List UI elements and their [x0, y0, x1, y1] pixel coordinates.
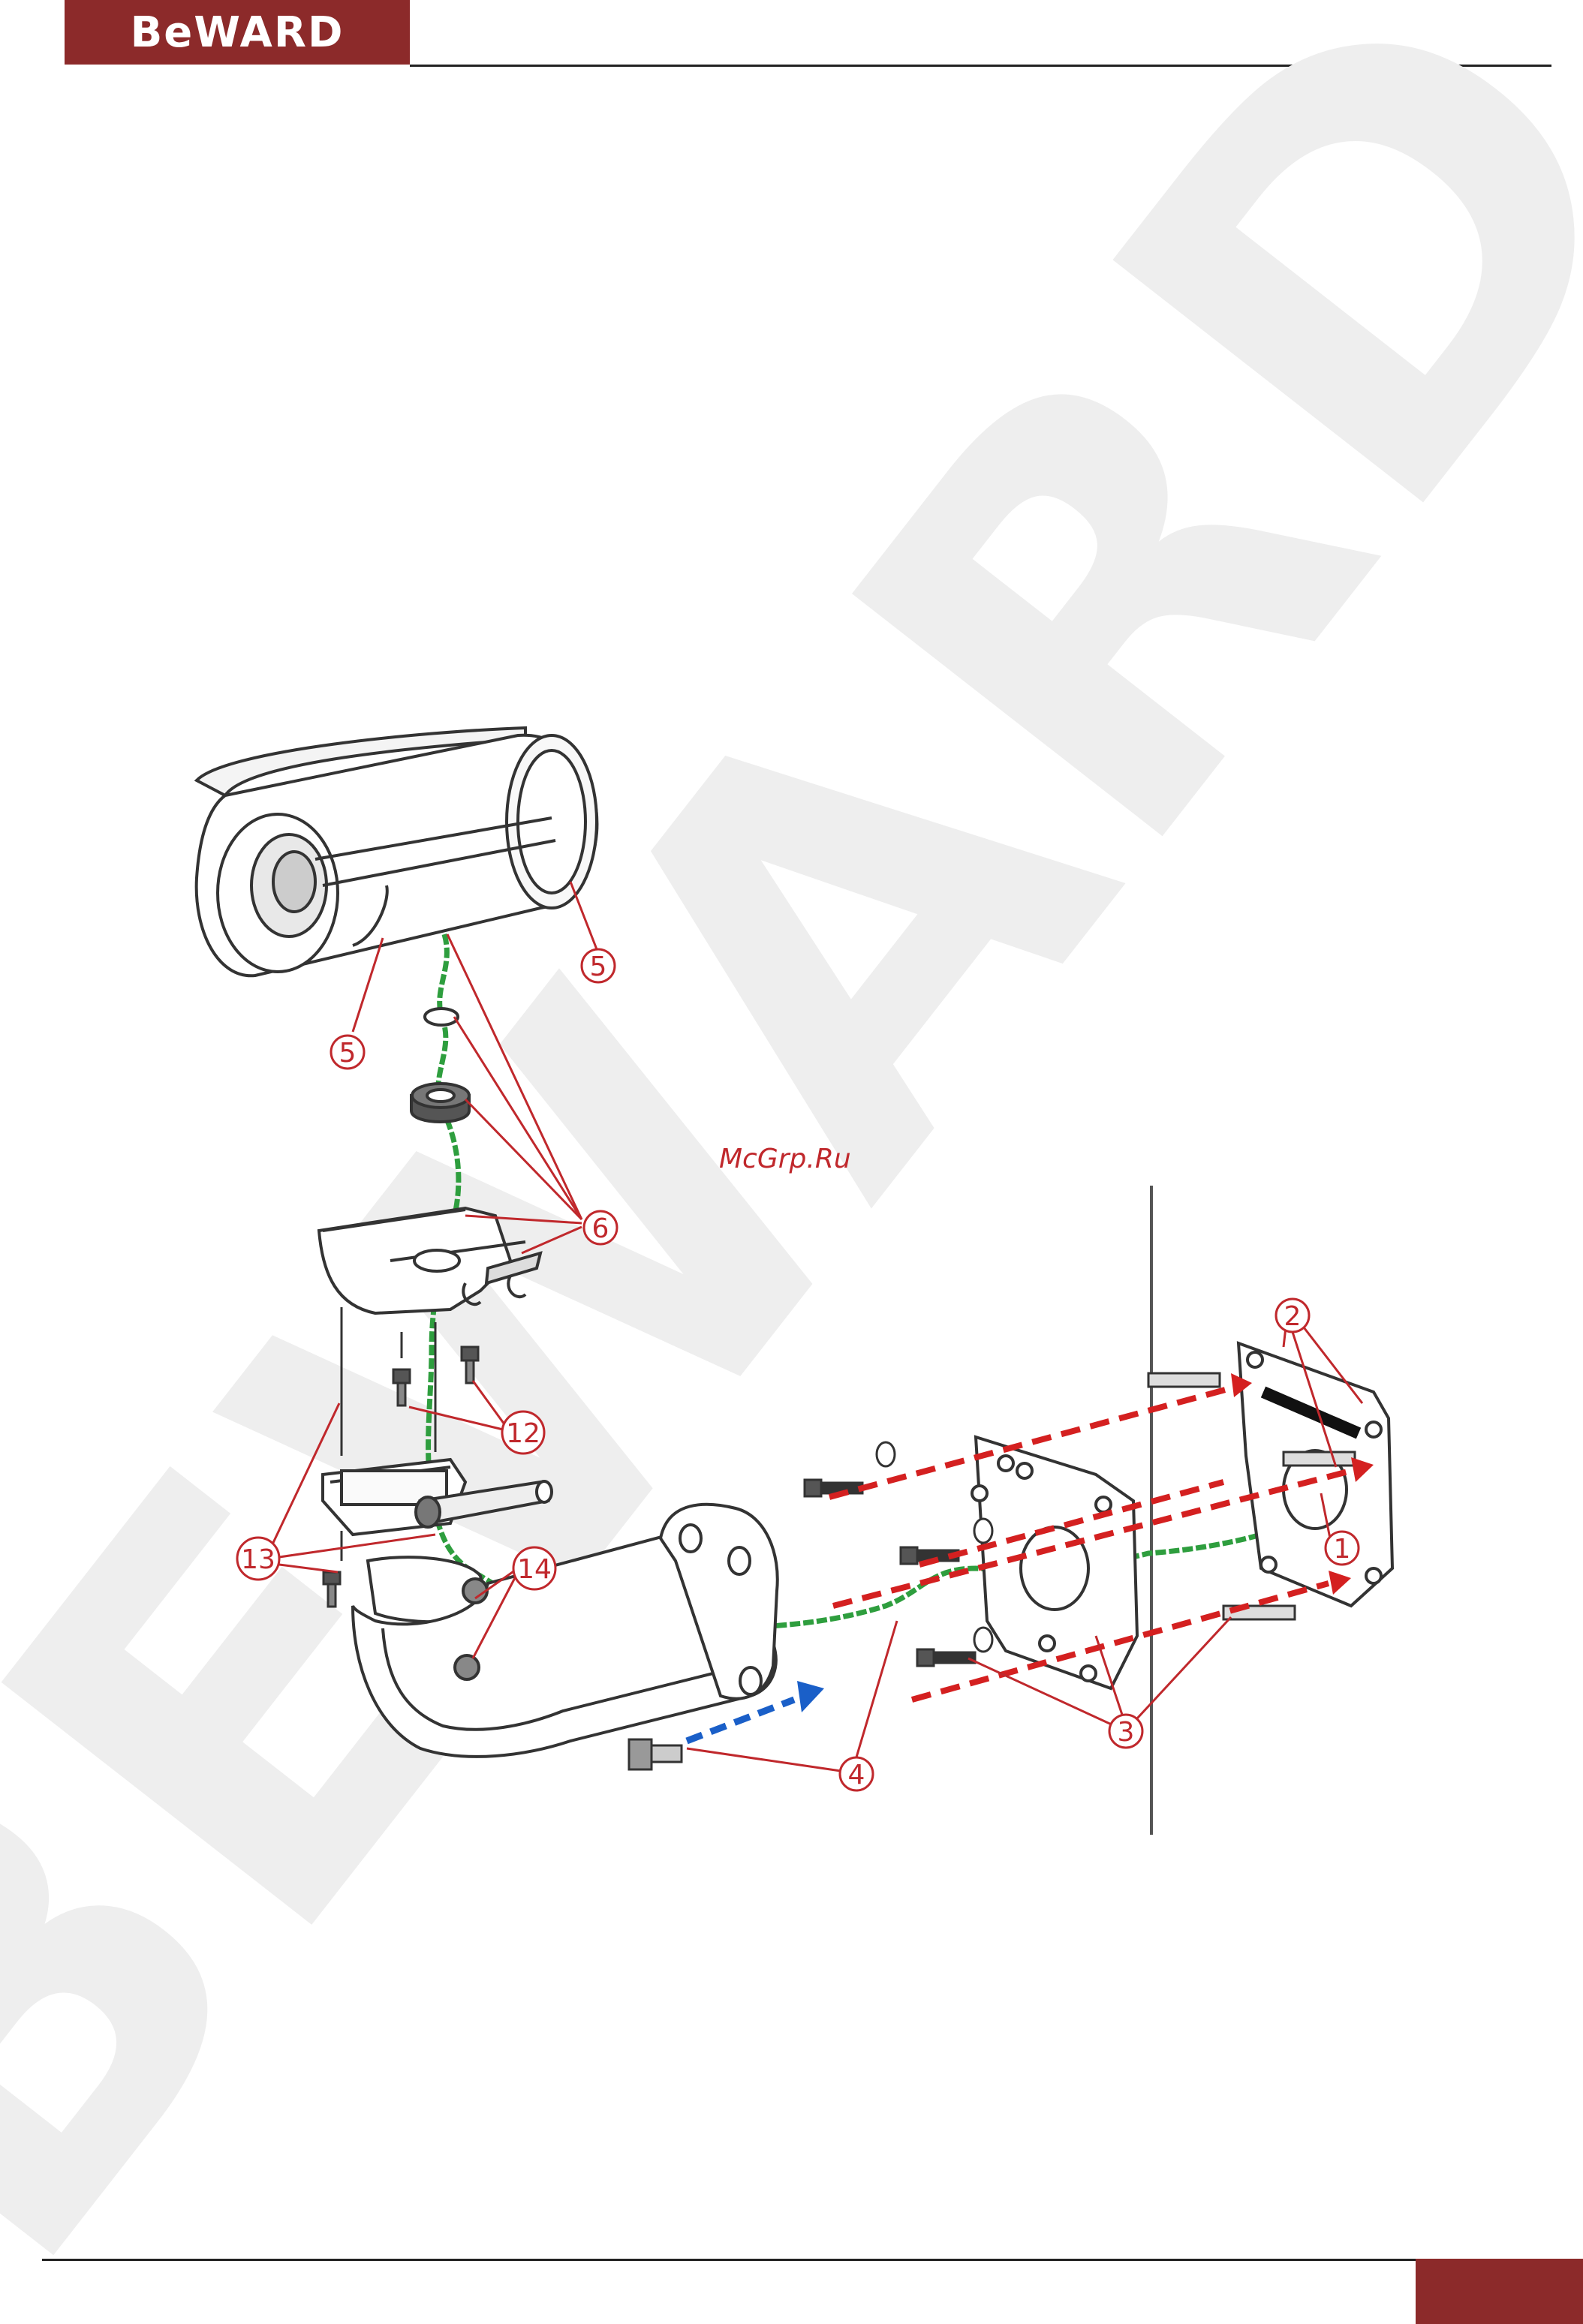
screw-13 — [324, 1572, 340, 1607]
footer-rule — [42, 2259, 1416, 2261]
callout-14: 14 — [517, 1554, 552, 1585]
blue-arrowhead — [797, 1681, 824, 1712]
callout-2: 2 — [1284, 1301, 1302, 1332]
joint-block — [323, 1460, 552, 1535]
camera-body — [197, 728, 597, 976]
callout-13: 13 — [241, 1544, 275, 1575]
screw-4 — [629, 1739, 682, 1769]
mount-plate — [319, 1208, 540, 1313]
footer-accent-box — [1416, 2259, 1583, 2324]
cable — [429, 934, 1316, 1628]
callout-1: 1 — [1334, 1534, 1351, 1565]
wall-plate — [1238, 1343, 1392, 1606]
site-label: McGrp.Ru — [719, 1144, 851, 1174]
callout-6: 6 — [592, 1213, 609, 1244]
callout-12: 12 — [506, 1418, 540, 1449]
arm-bracket — [353, 1505, 778, 1757]
callout-3: 3 — [1118, 1717, 1135, 1748]
callout-5-right: 5 — [590, 952, 607, 982]
callout-4: 4 — [848, 1760, 865, 1790]
callout-5-left: 5 — [339, 1038, 357, 1069]
